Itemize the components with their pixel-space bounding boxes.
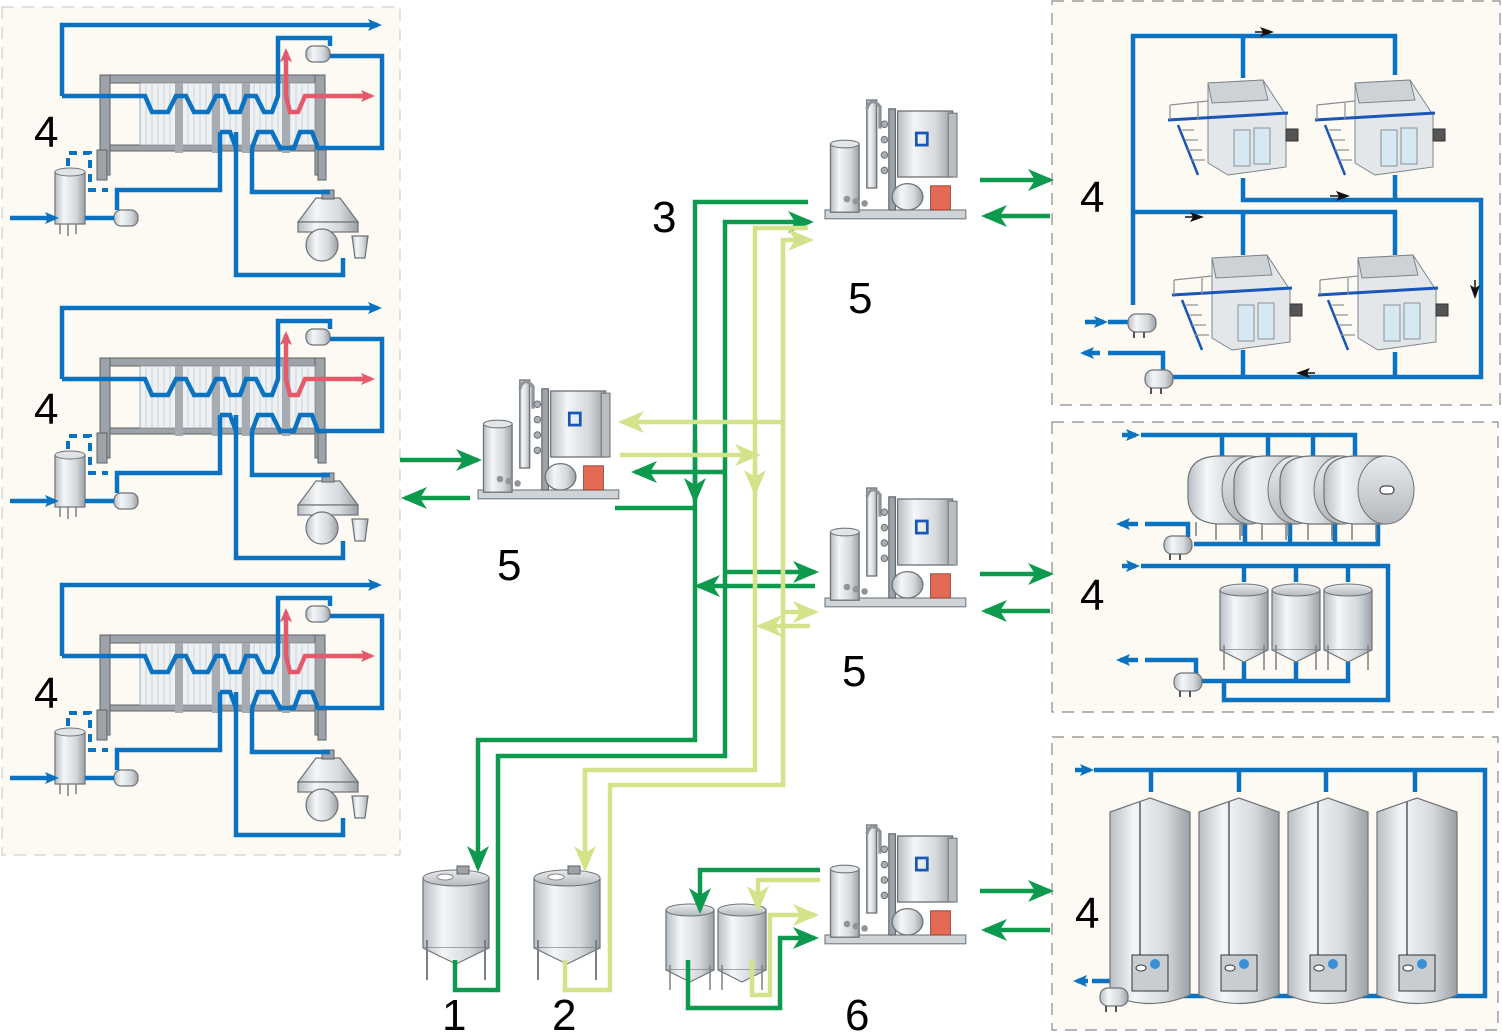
- cip-unit-middle: [823, 486, 968, 609]
- silo-2: [1198, 797, 1280, 1005]
- detergent-2-lines: [562, 225, 819, 993]
- satellite-tank-b: [717, 903, 767, 991]
- label-pasteurizer-2: 4: [34, 385, 58, 434]
- label-tank-1: 1: [442, 991, 466, 1033]
- central-cip-unit: [476, 378, 621, 501]
- label-pasteurizer-1: 4: [34, 108, 58, 157]
- silo-4: [1376, 797, 1458, 1005]
- satellite-lines: [685, 867, 820, 1011]
- label-cip-top: 5: [848, 274, 872, 323]
- label-central-cip: 5: [497, 541, 521, 590]
- silo-3: [1287, 797, 1369, 1005]
- label-filling-machines: 4: [1080, 173, 1104, 222]
- detergent-1-lines: [400, 199, 819, 993]
- label-tank-2: 2: [552, 991, 576, 1033]
- label-process-tanks: 4: [1080, 571, 1104, 620]
- cip-unit-top: [823, 98, 968, 221]
- label-pasteurizer-3: 4: [34, 669, 58, 718]
- cip-unit-satellite: [823, 823, 968, 946]
- silo-1: [1109, 797, 1191, 1005]
- label-silos: 4: [1075, 889, 1099, 938]
- label-supply-lines: 3: [652, 193, 676, 242]
- filling-machine-circuit: [1080, 27, 1484, 380]
- cip-to-objects-lines: [980, 169, 1054, 941]
- label-cip-middle: 5: [842, 647, 866, 696]
- label-cip-satellite: 6: [845, 991, 869, 1033]
